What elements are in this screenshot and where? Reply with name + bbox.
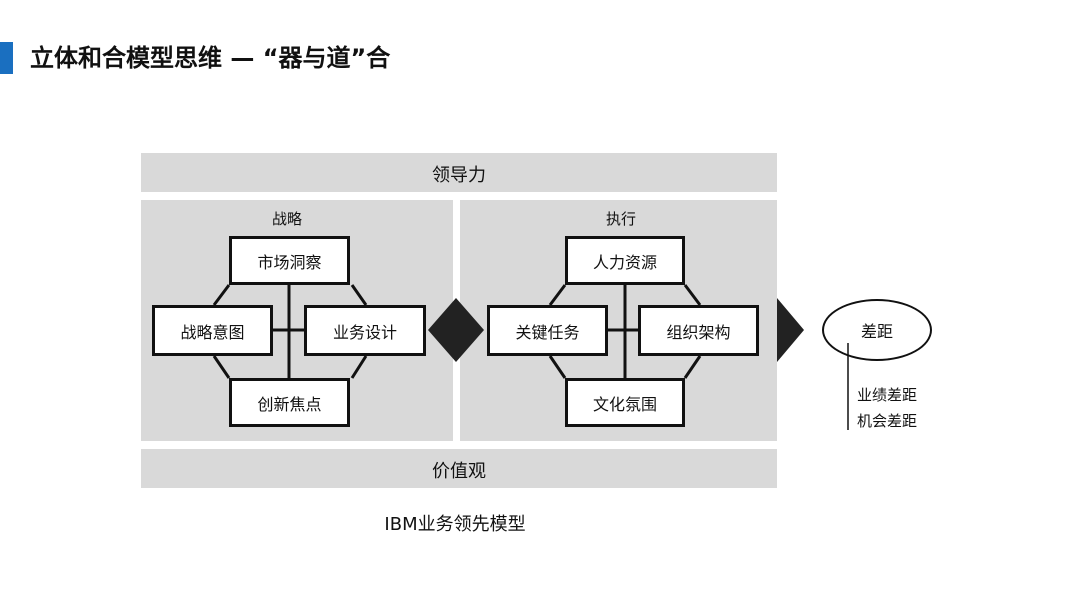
- culture-box: 文化氛围: [565, 378, 685, 427]
- market-insight-box: 市场洞察: [229, 236, 350, 285]
- execution-label: 执行: [606, 210, 637, 228]
- human-resources-box: 人力资源: [565, 236, 685, 285]
- strategic-intent-box: 战略意图: [152, 305, 273, 356]
- performance-gap-label: 业绩差距: [857, 386, 918, 404]
- diamond-arrow: [428, 298, 484, 362]
- leadership-band: 领导力: [141, 153, 777, 192]
- gap-label: 差距: [860, 322, 893, 341]
- title-accent-bar: [0, 42, 13, 74]
- values-band: 价值观: [141, 449, 777, 488]
- opportunity-gap-label: 机会差距: [857, 412, 918, 430]
- triangle-arrow: [777, 298, 804, 362]
- innovation-focus-box: 创新焦点: [229, 378, 350, 427]
- diagram-caption: IBM业务领先模型: [384, 514, 526, 535]
- business-design-box: 业务设计: [304, 305, 426, 356]
- gap-ellipse: 差距: [822, 299, 932, 361]
- key-tasks-box: 关键任务: [487, 305, 608, 356]
- organization-box: 组织架构: [638, 305, 759, 356]
- strategy-label: 战略: [272, 210, 303, 228]
- values-label: 价值观: [432, 461, 486, 482]
- page-title: 立体和合模型思维 — “器与道”合: [30, 44, 391, 72]
- leadership-label: 领导力: [432, 165, 486, 186]
